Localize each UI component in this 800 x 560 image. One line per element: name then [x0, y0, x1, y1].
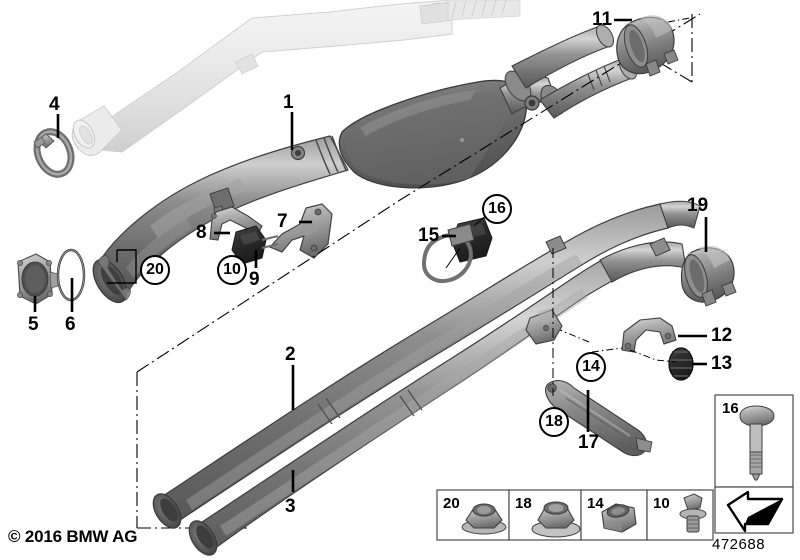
diagram-part-number: 472688: [712, 536, 766, 553]
callout-16: 16: [482, 194, 512, 224]
part-9-rubber-mount-block: [231, 225, 279, 265]
part-8-support-strap: [209, 206, 263, 241]
hex-nut-icon-14: [601, 503, 637, 533]
part-7-holder-bracket: [268, 203, 333, 259]
part-11-clamping-sleeve: [616, 15, 679, 77]
part-19-clamping-sleeve: [680, 245, 737, 307]
copyright-notice: © 2016 BMW AG: [8, 527, 138, 546]
callout-12: 12: [711, 325, 733, 346]
callout-10: 10: [217, 255, 247, 285]
part-4-pipe-clamp: [33, 128, 75, 178]
callout-15: 15: [418, 225, 440, 246]
upstream-ghost-assembly: [71, 0, 521, 156]
part-13-rubber-mount-rear: [668, 347, 694, 381]
callout-5: 5: [28, 314, 39, 335]
legend-number-14: 14: [587, 495, 604, 512]
callout-17: 17: [578, 432, 600, 453]
callout-9: 9: [249, 269, 260, 290]
legend-number-10: 10: [653, 495, 670, 512]
callout-3: 3: [285, 496, 296, 517]
callout-8: 8: [196, 222, 207, 243]
part-5-flange-plate: [17, 253, 59, 305]
callout-18: 18: [539, 407, 569, 437]
legend-number-20: 20: [443, 495, 460, 512]
flange-nut-icon-20: [461, 503, 507, 535]
upper-section-boundary: [651, 14, 693, 83]
flanged-bolt-icon-10: [679, 493, 707, 533]
callout-20: 20: [140, 255, 170, 285]
part-20-leader-bracket: [107, 249, 137, 284]
callout-13: 13: [711, 353, 733, 374]
callout-19: 19: [687, 195, 709, 216]
legend-number-16: 16: [722, 400, 739, 417]
legend-number-18: 18: [515, 495, 532, 512]
callout-4: 4: [49, 94, 60, 115]
callout-11: 11: [592, 9, 613, 30]
part-17-cross-brace: [545, 379, 653, 457]
part-2-rear-pipe-left: [152, 200, 701, 529]
callout-6: 6: [65, 314, 76, 335]
pipe-tab-upper-right: [545, 235, 671, 257]
pipe-hanger-saddle-left: [421, 223, 475, 283]
callout-1: 1: [283, 92, 294, 113]
direction-arrow-box: [714, 486, 794, 534]
flange-nut-icon-18: [531, 501, 581, 538]
part-6-sealing-ring: [56, 248, 86, 302]
part-12-rear-bracket: [621, 317, 677, 353]
callout-14: 14: [576, 352, 606, 382]
callout-2: 2: [285, 344, 296, 365]
callout-7: 7: [277, 211, 288, 232]
legend-fastener-boxes: [436, 489, 714, 541]
legend-bolt-box-16: [714, 394, 794, 488]
